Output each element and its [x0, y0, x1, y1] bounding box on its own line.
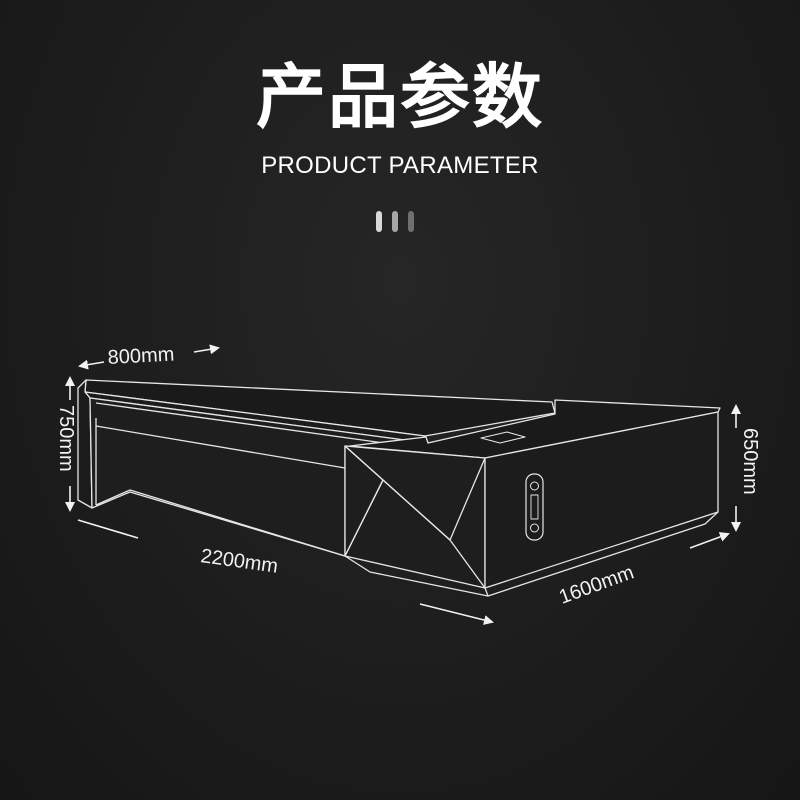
- dim-return-length: 1600mm: [556, 561, 637, 608]
- return-cabinet-left-face: [344, 445, 486, 589]
- dim-length: 2200mm: [199, 545, 279, 578]
- return-arrow-right: [689, 532, 730, 549]
- control-button-2: [530, 523, 539, 533]
- dot-3: [408, 211, 414, 232]
- control-panel: [525, 473, 544, 541]
- desk-foot-line: [95, 489, 346, 557]
- page-title: 产品参数: [256, 56, 544, 138]
- cabinet-pattern-5: [344, 479, 384, 557]
- dot-1: [376, 211, 382, 232]
- return-arrow-left: [419, 603, 494, 625]
- control-slider: [530, 494, 539, 520]
- cabinet-pattern-3: [344, 445, 384, 481]
- dimension-arrows: [65, 344, 741, 625]
- top-width-arrow-left: [78, 359, 105, 370]
- cable-grommet: [480, 431, 526, 444]
- decorative-dots: [376, 211, 414, 232]
- desk-drawer-line-1: [95, 402, 421, 449]
- top-width-arrow-right: [193, 344, 220, 355]
- dim-left-height: 750mm: [55, 405, 77, 472]
- desk-drawing: [77, 379, 721, 597]
- length-arrow-left: [77, 519, 139, 539]
- cabinet-pattern-4: [449, 539, 486, 589]
- dim-top-width: 800mm: [107, 344, 175, 369]
- control-button-1: [530, 481, 539, 491]
- return-cabinet-left-base: [344, 555, 489, 597]
- desk-drawer-line-2: [95, 425, 346, 469]
- page-subtitle: PRODUCT PARAMETER: [261, 152, 539, 179]
- return-cabinet-base: [484, 511, 719, 597]
- dot-2: [392, 211, 398, 232]
- dim-return-height: 650mm: [739, 428, 761, 495]
